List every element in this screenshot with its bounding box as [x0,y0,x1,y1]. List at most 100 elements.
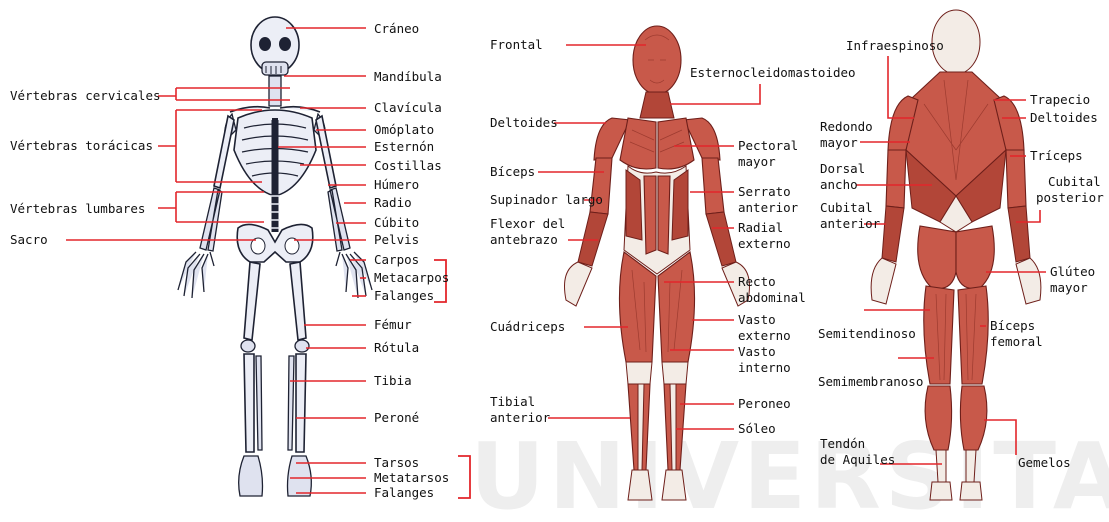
front-foot-right [662,470,686,500]
label-infraespinoso: Infraespinoso [846,38,944,53]
label-vertebras-lumbares: Vértebras lumbares [10,201,145,216]
femur-right [290,262,306,340]
label-dorsal-1: Dorsal [820,161,865,176]
label-vasto-interno-1: Vasto [738,344,776,359]
back-hand-left [871,258,896,304]
label-frontal: Frontal [490,37,543,52]
skeleton-labels: Cráneo Mandíbula Vértebras cervicales Cl… [10,21,449,500]
label-peroneo: Peroneo [738,396,791,411]
patella-right [295,340,309,352]
cervical-spine [269,76,281,106]
label-cubital-posterior-1: Cubital [1048,174,1101,189]
patella-left [241,340,255,352]
tibia-left [244,354,254,452]
label-trapecio: Trapecio [1030,92,1090,107]
back-forearm-right [1008,206,1030,262]
label-semitendinoso: Semitendinoso [818,326,916,341]
label-rotula: Rótula [374,340,419,355]
label-falanges-mano: Falanges [374,288,434,303]
label-carpos: Carpos [374,252,419,267]
front-hand-left [565,262,593,306]
tibia-right [296,354,306,452]
label-gluteo-1: Glúteo [1050,264,1095,279]
front-neck [640,92,674,118]
back-upper-arm-left [886,150,906,208]
label-sacro: Sacro [10,232,48,247]
gluteus-left [918,226,956,289]
label-flexor-2: antebrazo [490,232,558,247]
label-biceps-femoral-1: Bíceps [990,318,1035,333]
label-tendon-1: Tendón [820,436,865,451]
label-femur: Fémur [374,317,412,332]
label-pectoral-1: Pectoral [738,138,798,153]
label-craneo: Cráneo [374,21,419,36]
label-radial-1: Radial [738,220,783,235]
label-esternocleidomastoideo: Esternocleidomastoideo [690,65,856,80]
foot-left [239,456,263,496]
label-triceps: Tríceps [1030,148,1083,163]
label-recto-1: Recto [738,274,776,289]
label-vasto-externo-2: externo [738,328,791,343]
label-semimembranoso: Semimembranoso [818,374,923,389]
gluteus-right [956,226,994,289]
label-biceps: Bíceps [490,164,535,179]
foot-right [288,456,312,496]
label-flexor-1: Flexor del [490,216,565,231]
forearm-right [328,188,350,251]
label-tibia: Tibia [374,373,412,388]
label-redondo-2: mayor [820,135,858,150]
fibula-right [288,356,294,450]
hamstring-right [958,286,988,384]
watermark-text: UNIVERSITAS [470,423,1109,517]
label-cubital-anterior-1: Cubital [820,200,873,215]
label-perone: Peroné [374,410,419,425]
front-upper-arm-right [702,158,724,214]
skull-eye-right [279,37,291,51]
label-vertebras-toracicas: Vértebras torácicas [10,138,153,153]
label-deltoides-back: Deltoides [1030,110,1098,125]
label-recto-2: abdominal [738,290,806,305]
femur-left [244,262,260,340]
front-foot-left [628,470,652,500]
skeleton-figure [178,17,372,496]
label-serrato-2: anterior [738,200,799,215]
label-cubital-anterior-2: anterior [820,216,881,231]
label-radio: Radio [374,195,412,210]
back-upper-arm-right [1006,150,1026,208]
skull-eye-left [259,37,271,51]
label-radial-2: externo [738,236,791,251]
label-soleo: Sóleo [738,421,776,436]
label-clavicula: Clavícula [374,100,442,115]
label-tibial-1: Tibial [490,394,535,409]
label-vertebras-cervicales: Vértebras cervicales [10,88,161,103]
front-forearm-left [578,212,608,266]
label-biceps-femoral-2: femoral [990,334,1043,349]
label-redondo-1: Redondo [820,119,873,134]
back-hand-right [1016,258,1041,304]
humerus-right [316,116,336,188]
label-deltoides-front: Deltoides [490,115,558,130]
label-pectoral-2: mayor [738,154,776,169]
label-costillas: Costillas [374,158,442,173]
label-mandibula: Mandíbula [374,69,442,84]
label-vasto-interno-2: interno [738,360,791,375]
label-cubital-posterior-2: posterior [1036,190,1104,205]
humerus-left [214,116,234,188]
label-cubito: Cúbito [374,215,419,230]
front-head [633,26,681,94]
label-metacarpos: Metacarpos [374,270,449,285]
label-vasto-externo-1: Vasto [738,312,776,327]
hand-right [336,252,372,298]
label-supinador: Supinador largo [490,192,603,207]
hand-left [178,252,214,298]
forearm-left [200,188,222,251]
front-forearm-right [706,212,736,266]
label-gemelos: Gemelos [1018,455,1071,470]
label-esternon: Esternón [374,139,434,154]
back-forearm-left [882,206,904,262]
label-serrato-1: Serrato [738,184,791,199]
label-humero: Húmero [374,177,419,192]
fibula-left [256,356,262,450]
